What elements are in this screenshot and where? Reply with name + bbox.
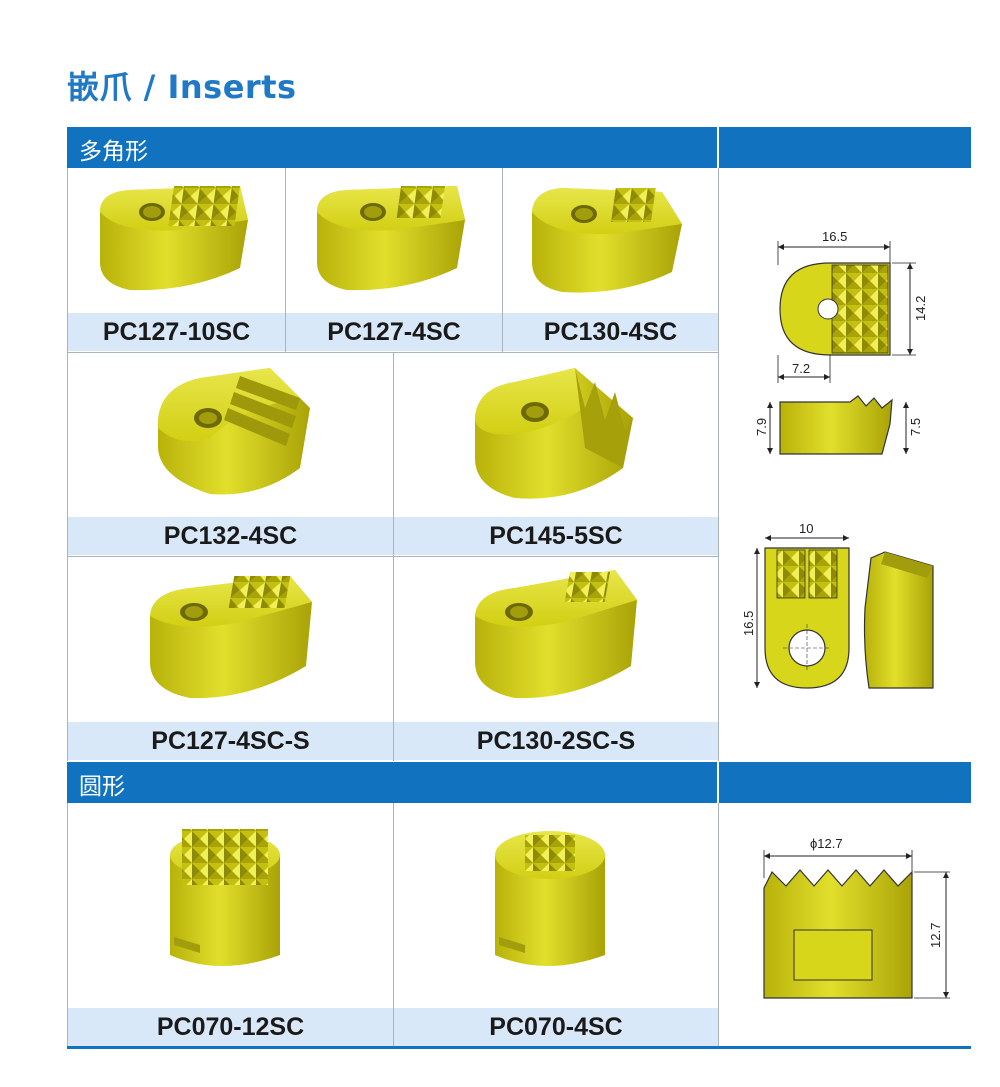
insert-image-pc127-10sc [100,186,248,291]
product-caption: PC127-4SC-S [68,722,393,760]
grid-line [393,803,394,1046]
dim-top-offset: 7.2 [792,361,810,376]
dim-front-height: 16.5 [741,611,756,636]
grid-line [718,803,719,1046]
grid-line [67,556,718,557]
product-caption: PC070-4SC [394,1008,718,1046]
grid-line [67,352,718,353]
section-header-polygon: 多角形 [67,127,971,168]
insert-image-pc130-2sc-s [475,570,637,699]
dim-top-width: 16.5 [822,229,847,244]
dim-side-right: 7.5 [908,418,923,436]
insert-image-pc145-5sc [475,368,633,499]
grid-line [502,168,503,352]
product-caption: PC127-10SC [68,313,285,351]
dim-round-height: 12.7 [928,923,943,948]
product-caption: PC130-4SC [503,313,718,351]
insert-image-pc132-4sc [157,368,310,495]
section-header-round: 圆形 [67,762,971,803]
product-caption: PC130-2SC-S [394,722,718,760]
product-caption: PC145-5SC [394,517,718,555]
insert-image-pc127-4sc [317,186,465,291]
drawing-side-view: 7.9 7.5 [754,395,923,455]
section-divider [717,762,719,803]
drawing-front-view: 10 16.5 [741,521,934,689]
insert-image-pc127-4sc-s [150,576,312,699]
product-caption: PC132-4SC [68,517,393,555]
grid-line [285,168,286,352]
insert-image-pc070-4sc [495,831,605,966]
dim-top-height: 14.2 [913,296,928,321]
bottom-rule [67,1046,971,1049]
page-title: 嵌爪 / Inserts [67,68,297,106]
dim-side-left: 7.9 [754,418,769,436]
grid-line [718,168,719,761]
section-label-round: 圆形 [79,774,125,800]
grid-line [67,168,68,761]
grid-line [67,803,68,1046]
section-divider [717,127,719,168]
drawing-top-view: 16.5 14.2 7.2 [777,229,928,383]
insert-image-pc130-4sc [532,188,682,293]
product-caption: PC070-12SC [68,1008,393,1046]
insert-image-pc070-12sc [170,829,280,966]
section-label-polygon: 多角形 [79,139,148,165]
dim-round-diameter: ϕ12.7 [810,836,843,851]
drawing-round-view: ϕ12.7 12.7 [763,836,950,999]
product-caption: PC127-4SC [286,313,502,351]
dim-front-width: 10 [799,521,813,536]
